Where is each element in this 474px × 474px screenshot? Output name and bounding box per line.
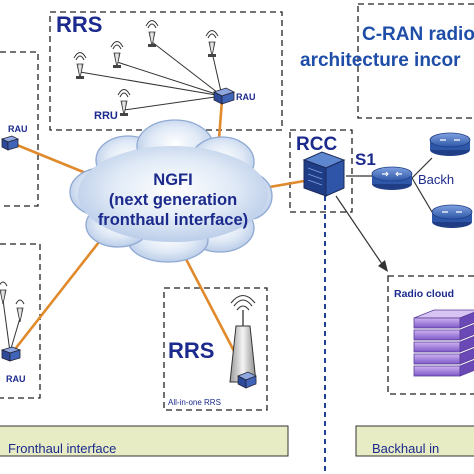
antenna-icon	[110, 41, 124, 68]
bottom-rrs-title: RRS	[168, 338, 215, 363]
top-rrs-title: RRS	[56, 12, 103, 37]
all-in-one-rrs-icon	[229, 294, 257, 389]
router-icon	[431, 204, 473, 228]
radio-cloud-box	[387, 275, 474, 395]
router-icon	[429, 132, 471, 156]
rru-label: RRU	[94, 110, 118, 122]
cloud-label-line-1: NGFI	[153, 171, 193, 189]
antenna-icon	[117, 89, 131, 116]
top-antenna-links	[79, 41, 223, 111]
backhaul-bar	[355, 425, 474, 457]
backhaul-bar-label: Backhaul in	[372, 441, 440, 456]
bottom-left-antenna-links	[2, 299, 21, 353]
arrowhead-icon	[378, 260, 388, 272]
server-stack-icon	[413, 309, 474, 377]
antenna-icon	[15, 299, 25, 323]
antenna-icon	[205, 30, 219, 57]
fronthaul-bar-label: Fronthaul interface	[8, 441, 117, 456]
rau-icon	[0, 135, 20, 151]
antenna-icon	[145, 20, 159, 47]
rcc-cube-icon	[302, 151, 346, 197]
backhaul-label: Backh	[418, 172, 455, 187]
antenna-icon	[73, 52, 87, 79]
backhaul-box	[357, 3, 474, 119]
top-rau-label: RAU	[236, 92, 256, 102]
cloud-core	[78, 146, 268, 242]
left-rau-label: RAU	[8, 124, 28, 134]
rau-icon	[0, 346, 22, 362]
backhaul-link	[411, 177, 433, 213]
fronthaul-bar	[0, 425, 289, 457]
router-icon	[371, 166, 413, 190]
rau-icon	[212, 87, 236, 105]
backhaul-link	[411, 157, 433, 179]
bottom-left-rau-label: RAU	[6, 374, 26, 384]
rcc-label: RCC	[296, 134, 338, 155]
radio-cloud-arrow	[335, 195, 383, 265]
rcc-box	[289, 129, 353, 213]
title-line-2: architecture incor	[300, 50, 461, 71]
s1-label: S1	[355, 150, 376, 169]
left-rrs-box	[0, 51, 39, 207]
cloud-label-line-3: fronthaul interface)	[97, 211, 249, 229]
antenna-icon	[0, 281, 8, 305]
bottom-rrs-box	[163, 287, 268, 411]
title-line-1: C-RAN radio	[362, 24, 474, 45]
radio-cloud-label: Radio cloud	[394, 288, 455, 300]
all-in-one-caption: All-in-one RRS	[168, 398, 221, 407]
bottom-left-rrs-box	[0, 243, 41, 399]
cloud-label-line-2: (next generation	[108, 191, 238, 209]
